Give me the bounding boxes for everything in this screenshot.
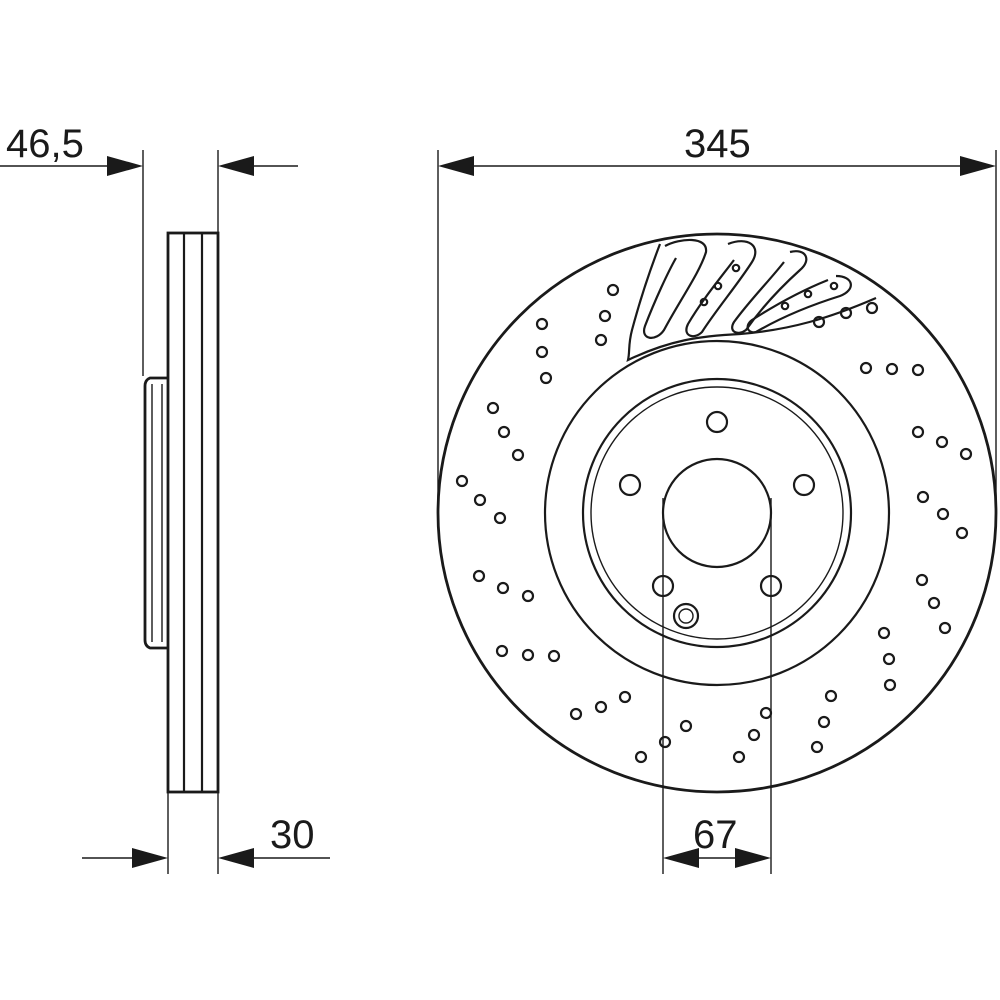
drilled-hole xyxy=(594,700,608,714)
vane-4 xyxy=(746,274,852,334)
drilled-hole xyxy=(539,371,553,385)
drilled-hole xyxy=(594,333,608,347)
drilled-hole xyxy=(496,581,510,595)
drilled-hole xyxy=(877,626,891,640)
drilled-hole xyxy=(732,750,746,764)
locating-screw-inner xyxy=(678,608,694,624)
offset-label: 46,5 xyxy=(6,122,84,166)
drilled-hole xyxy=(812,315,826,329)
bolt-hole-2 xyxy=(618,473,642,497)
drilled-hole xyxy=(817,715,831,729)
drilled-hole xyxy=(658,735,672,749)
side-view: 46,5 30 xyxy=(0,122,330,874)
drilled-hole xyxy=(927,596,941,610)
drilled-hole xyxy=(780,301,790,311)
drilled-hole xyxy=(535,345,549,359)
drilled-hole xyxy=(885,362,899,376)
center-bore xyxy=(661,457,773,569)
vane-cutaway xyxy=(626,238,877,362)
thickness-arrow-right xyxy=(218,848,254,868)
bolt-holes xyxy=(618,410,816,598)
drilled-hole xyxy=(747,728,761,742)
vane-1 xyxy=(642,238,708,339)
diameter-arrow-right xyxy=(960,156,996,176)
drilled-hole xyxy=(731,263,741,273)
drilled-hole xyxy=(521,589,535,603)
drilled-hole xyxy=(497,425,511,439)
cutaway-boundary xyxy=(626,243,877,362)
diameter-arrow-left xyxy=(438,156,474,176)
rotor-outer-circle xyxy=(436,232,998,794)
drilled-hole xyxy=(824,689,838,703)
drilled-hole xyxy=(713,281,723,291)
drilled-hole xyxy=(911,425,925,439)
drilled-hole xyxy=(839,306,853,320)
drilled-hole xyxy=(618,690,632,704)
offset-arrow-right xyxy=(218,156,254,176)
bolt-hole-1 xyxy=(705,410,729,434)
offset-arrow-left xyxy=(107,156,143,176)
side-rotor-outer xyxy=(166,231,220,794)
thickness-label: 30 xyxy=(270,813,315,857)
drilled-hole xyxy=(455,474,469,488)
thickness-arrow-left xyxy=(132,848,168,868)
drilled-hole xyxy=(829,281,839,291)
drilled-holes xyxy=(455,263,973,764)
drilled-hole xyxy=(915,573,929,587)
vane-2 xyxy=(685,240,757,338)
drilled-hole xyxy=(606,283,620,297)
drilled-hole xyxy=(511,448,525,462)
vane-3 xyxy=(731,250,808,334)
drilled-hole xyxy=(759,706,773,720)
drilled-hole xyxy=(955,526,969,540)
drilled-hole xyxy=(521,648,535,662)
drilled-hole xyxy=(810,740,824,754)
drilled-hole xyxy=(569,707,583,721)
hub-inner-circle xyxy=(590,386,844,640)
drilled-hole xyxy=(936,507,950,521)
hub-outer-circle xyxy=(581,377,853,649)
drilled-hole xyxy=(803,289,813,299)
drilled-hole xyxy=(535,317,549,331)
drilled-hole xyxy=(472,569,486,583)
drilled-hole xyxy=(679,719,693,733)
bolt-hole-3 xyxy=(792,473,816,497)
diameter-label: 345 xyxy=(684,122,751,166)
front-view: 345 67 xyxy=(436,122,998,874)
drilled-hole xyxy=(865,301,879,315)
drilled-hole xyxy=(911,363,925,377)
drilled-hole xyxy=(699,297,709,307)
drilled-hole xyxy=(959,447,973,461)
drilled-hole xyxy=(883,678,897,692)
drilled-hole xyxy=(916,490,930,504)
drilled-hole xyxy=(935,435,949,449)
locating-screw-outer xyxy=(672,602,700,630)
drilled-hole xyxy=(493,511,507,525)
drilled-hole xyxy=(882,652,896,666)
drilled-hole xyxy=(473,493,487,507)
drilled-hole xyxy=(598,309,612,323)
drilled-hole xyxy=(547,649,561,663)
drilled-hole xyxy=(486,401,500,415)
drilled-hole xyxy=(859,361,873,375)
bore-label: 67 xyxy=(693,813,738,857)
drilled-hole xyxy=(938,621,952,635)
rotor-inner-friction-edge xyxy=(543,339,891,687)
drilled-hole xyxy=(634,750,648,764)
bore-arrow-right xyxy=(735,848,771,868)
drilled-hole xyxy=(495,644,509,658)
side-hub-hat xyxy=(143,376,168,650)
bore-arrow-left xyxy=(663,848,699,868)
